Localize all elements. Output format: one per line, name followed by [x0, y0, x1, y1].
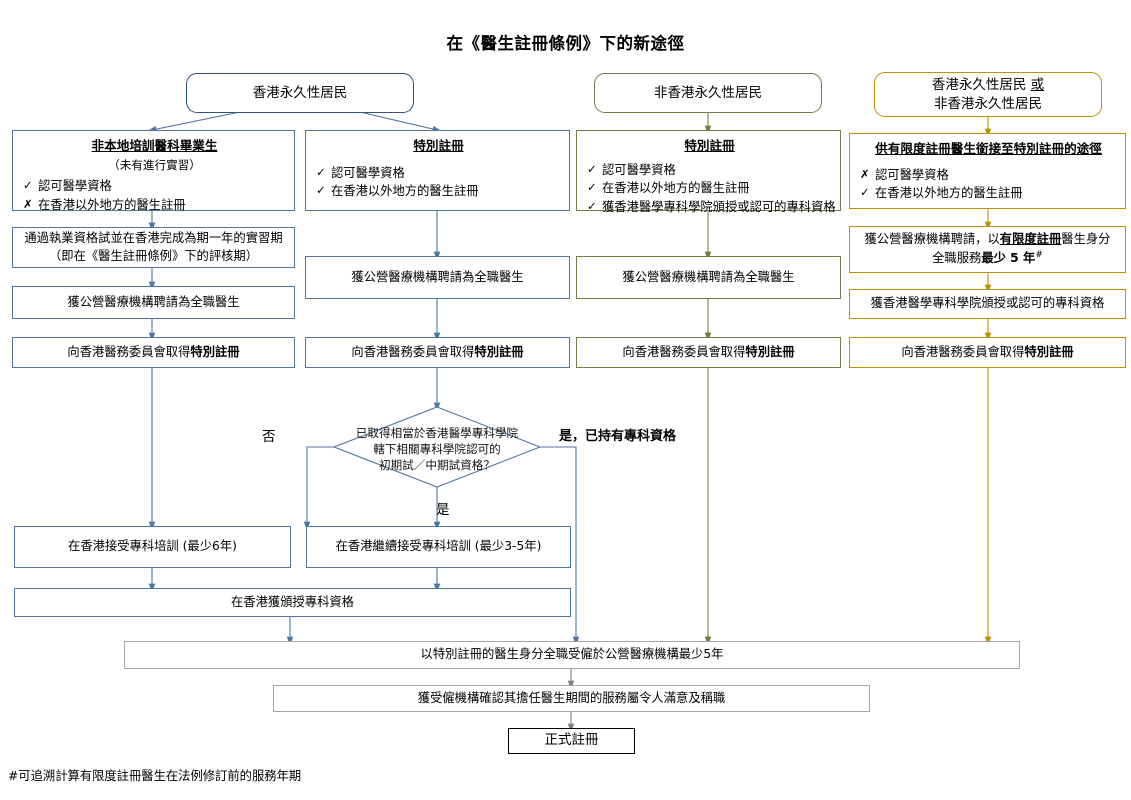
final-registration-box[interactable]: 正式註冊: [508, 728, 635, 754]
step-box-col1-3-label: 向香港醫務委員會取得特別註冊: [67, 344, 240, 359]
final-registration-label: 正式註冊: [544, 732, 599, 749]
check-icon: ✓: [587, 161, 597, 176]
criteria-item: ✗ 認可醫學資格: [860, 166, 1117, 184]
award-box-label: 在香港獲頒授專科資格: [231, 594, 354, 609]
check-icon: ✓: [316, 164, 326, 179]
common-confirm-label: 獲受僱機構確認其擔任醫生期間的服務屬令人滿意及稱職: [417, 690, 726, 705]
decision-diamond: [332, 406, 542, 488]
decision-label-yes-with-specialty: 是，已持有專科資格: [559, 429, 677, 444]
criteria-subheading-col1: （未有進行實習）: [108, 157, 201, 172]
check-icon: ✓: [316, 183, 326, 198]
step-box-col2-1-label: 獲公營醫療機構聘請為全職醫生: [351, 269, 524, 284]
criteria-item-label: 認可醫學資格: [602, 162, 676, 177]
criteria-item: ✓ 認可醫學資格: [23, 177, 286, 195]
header-box-either-resident-line1: 香港永久性居民 或: [931, 77, 1045, 94]
criteria-item-label: 獲香港醫學專科學院頒授或認可的專科資格: [602, 199, 836, 214]
check-icon: ✓: [860, 185, 870, 200]
training-box-right-label: 在香港繼續接受專科培訓 (最少3-5年): [335, 539, 542, 554]
step-box-col3-2[interactable]: 向香港醫務委員會取得特別註冊: [576, 337, 841, 368]
common-service-box[interactable]: 以特別註冊的醫生身分全職受僱於公營醫療機構最少5年: [124, 641, 1020, 669]
step-box-col4-1-label: 獲公營醫療機構聘請，以有限度註冊醫生身分全職服務最少 5 年#: [864, 232, 1111, 266]
header-box-either-resident[interactable]: 香港永久性居民 或 非香港永久性居民: [874, 72, 1102, 117]
criteria-box-col3[interactable]: 特別註冊 ✓ 認可醫學資格 ✓ 在香港以外地方的醫生註冊 ✓ 獲香港醫學專科學院…: [576, 130, 841, 214]
criteria-item-label: 認可醫學資格: [38, 179, 112, 194]
header-box-hk-permanent-resident-label: 香港永久性居民: [252, 84, 348, 101]
criteria-item-label: 認可醫學資格: [331, 165, 405, 180]
criteria-box-col4[interactable]: 供有限度註冊醫生銜接至特別註冊的途徑 ✗ 認可醫學資格 ✓ 在香港以外地方的醫生…: [849, 133, 1126, 209]
training-box-left-label: 在香港接受專科培訓 (最少6年): [68, 539, 237, 554]
step-box-col1-3[interactable]: 向香港醫務委員會取得特別註冊: [12, 337, 295, 368]
criteria-item: ✓ 在香港以外地方的醫生註冊: [316, 182, 561, 200]
criteria-box-col2[interactable]: 特別註冊 ✓ 認可醫學資格 ✓ 在香港以外地方的醫生註冊: [305, 130, 570, 211]
step-box-col3-2-label: 向香港醫務委員會取得特別註冊: [622, 344, 795, 359]
decision-label-no: 否: [262, 429, 276, 445]
page-title: 在《醫生註冊條例》下的新途徑: [446, 34, 685, 53]
header-box-either-resident-line2: 非香港永久性居民: [934, 95, 1042, 112]
step-box-col4-1[interactable]: 獲公營醫療機構聘請，以有限度註冊醫生身分全職服務最少 5 年#: [849, 226, 1126, 273]
step-box-col3-1-label: 獲公營醫療機構聘請為全職醫生: [622, 269, 795, 284]
header-box-non-hk-permanent-resident[interactable]: 非香港永久性居民: [594, 73, 822, 113]
step-box-col2-2[interactable]: 向香港醫務委員會取得特別註冊: [305, 337, 570, 368]
common-service-label: 以特別註冊的醫生身分全職受僱於公營醫療機構最少5年: [420, 647, 724, 662]
check-icon: ✓: [587, 180, 597, 195]
criteria-item-label: 在香港以外地方的醫生註冊: [38, 197, 186, 212]
criteria-item-label: 認可醫學資格: [875, 167, 949, 182]
step-box-col4-2-label: 獲香港醫學專科學院頒授或認可的專科資格: [870, 296, 1105, 311]
check-icon: ✓: [23, 178, 33, 193]
cross-icon: ✗: [23, 196, 33, 211]
criteria-item-label: 在香港以外地方的醫生註冊: [875, 186, 1023, 201]
step-box-col1-1-label: 通過執業資格試並在香港完成為期一年的實習期 （即在《醫生註冊條例》下的評核期）: [24, 230, 283, 263]
step-box-col4-3[interactable]: 向香港醫務委員會取得特別註冊: [849, 337, 1126, 368]
decision-label-yes: 是: [436, 502, 450, 518]
criteria-item: ✓ 認可醫學資格: [316, 164, 561, 182]
decision-line-3: 初期試／中期試資格？: [379, 458, 495, 473]
decision-line-2: 轄下相關專科學院認可的: [373, 442, 501, 457]
footnote: #可追溯計算有限度註冊醫生在法例修訂前的服務年期: [8, 769, 302, 783]
check-icon: ✓: [587, 198, 597, 213]
criteria-box-col1[interactable]: 非本地培訓醫科畢業生 （未有進行實習） ✓ 認可醫學資格 ✗ 在香港以外地方的醫…: [12, 130, 295, 214]
criteria-heading-col4: 供有限度註冊醫生銜接至特別註冊的途徑: [875, 141, 1102, 156]
cross-icon: ✗: [860, 166, 870, 181]
step-box-col1-1[interactable]: 通過執業資格試並在香港完成為期一年的實習期 （即在《醫生註冊條例》下的評核期）: [12, 227, 295, 268]
criteria-item: ✓ 在香港以外地方的醫生註冊: [587, 179, 832, 197]
training-box-left[interactable]: 在香港接受專科培訓 (最少6年): [14, 526, 291, 568]
decision-diamond-label: 已取得相當於香港醫學專科學院 轄下相關專科學院認可的 初期試／中期試資格？: [337, 425, 537, 474]
criteria-item: ✗ 在香港以外地方的醫生註冊: [23, 196, 286, 214]
criteria-item: ✓ 在香港以外地方的醫生註冊: [860, 184, 1117, 202]
step-box-col2-1[interactable]: 獲公營醫療機構聘請為全職醫生: [305, 256, 570, 299]
criteria-item: ✓ 獲香港醫學專科學院頒授或認可的專科資格: [587, 198, 836, 216]
criteria-heading-col2: 特別註冊: [413, 138, 464, 153]
step-box-col1-2-label: 獲公營醫療機構聘請為全職醫生: [67, 294, 240, 309]
step-box-col4-3-label: 向香港醫務委員會取得特別註冊: [901, 344, 1074, 359]
step-box-col2-2-label: 向香港醫務委員會取得特別註冊: [351, 344, 524, 359]
step-box-col1-2[interactable]: 獲公營醫療機構聘請為全職醫生: [12, 286, 295, 319]
common-confirm-box[interactable]: 獲受僱機構確認其擔任醫生期間的服務屬令人滿意及稱職: [273, 685, 870, 712]
step-box-col4-2[interactable]: 獲香港醫學專科學院頒授或認可的專科資格: [849, 289, 1126, 319]
header-box-non-hk-permanent-resident-label: 非香港永久性居民: [654, 84, 762, 101]
header-box-hk-permanent-resident[interactable]: 香港永久性居民: [186, 73, 414, 113]
criteria-item-label: 在香港以外地方的醫生註冊: [331, 184, 479, 199]
criteria-heading-col1: 非本地培訓醫科畢業生: [91, 138, 218, 153]
criteria-item-label: 在香港以外地方的醫生註冊: [602, 181, 750, 196]
step-box-col3-1[interactable]: 獲公營醫療機構聘請為全職醫生: [576, 256, 841, 299]
criteria-heading-col3: 特別註冊: [684, 138, 735, 153]
decision-line-1: 已取得相當於香港醫學專科學院: [355, 426, 519, 440]
award-box[interactable]: 在香港獲頒授專科資格: [14, 588, 571, 617]
training-box-right[interactable]: 在香港繼續接受專科培訓 (最少3-5年): [306, 526, 571, 568]
criteria-item: ✓ 認可醫學資格: [587, 161, 832, 179]
